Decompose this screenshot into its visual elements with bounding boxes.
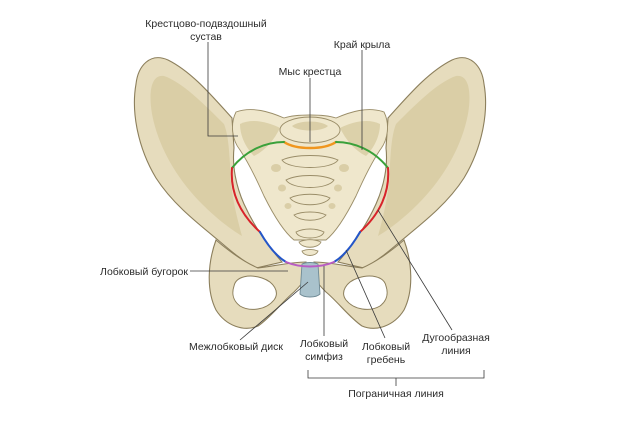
- interpubic-disc: [299, 262, 321, 298]
- label-pubic-crest-2: гребень: [367, 354, 406, 366]
- label-symphysis-1: Лобковый: [300, 338, 348, 350]
- pubic-crest-line-right: [333, 231, 361, 263]
- label-sacroiliac-joint-1: Крестцово-подвздошный: [145, 18, 267, 30]
- leader-arcuate-line: [377, 209, 453, 331]
- leader-pubic-crest: [345, 249, 386, 339]
- label-wing-edge: Край крыла: [334, 39, 391, 51]
- arcuate-line-right: [359, 167, 390, 233]
- label-arcuate-line-1: Дугообразная: [422, 332, 490, 344]
- label-sacroiliac-joint-2: сустав: [190, 31, 222, 43]
- sacral-ala-left: [240, 121, 280, 156]
- sacrum: [232, 109, 388, 241]
- leader-interpubic-disc: [239, 281, 309, 341]
- leader-sacroiliac-joint: [207, 42, 238, 137]
- label-terminal-line: Пограничная линия: [348, 388, 444, 400]
- wing-edge-line-right: [335, 141, 389, 169]
- pubic-crest-line-left: [259, 231, 287, 263]
- arcuate-line-left: [230, 167, 261, 233]
- label-pubic-tubercle: Лобковый бугорок: [100, 266, 188, 278]
- promontory-line: [282, 140, 338, 150]
- leader-lines: [190, 42, 485, 386]
- left-iliac-fossa: [150, 75, 242, 237]
- sacral-ala-right: [340, 121, 380, 156]
- sacral-segments: [271, 155, 349, 221]
- coccyx: [295, 228, 325, 256]
- right-iliac-fossa: [378, 75, 470, 237]
- labels: Крестцово-подвздошный сустав Край крыла …: [100, 18, 490, 400]
- label-symphysis-2: симфиз: [305, 351, 343, 363]
- label-interpubic-disc: Межлобковый диск: [189, 341, 283, 353]
- wing-edge-line-left: [231, 141, 285, 169]
- terminal-line-segments: [230, 140, 390, 268]
- symphysis-line: [285, 261, 335, 268]
- terminal-line-bracket: [307, 370, 485, 379]
- label-promontory: Мыс крестца: [279, 66, 342, 78]
- left-obturator-foramen: [232, 275, 277, 310]
- label-arcuate-line-2: линия: [441, 345, 470, 357]
- label-pubic-crest-1: Лобковый: [362, 341, 410, 353]
